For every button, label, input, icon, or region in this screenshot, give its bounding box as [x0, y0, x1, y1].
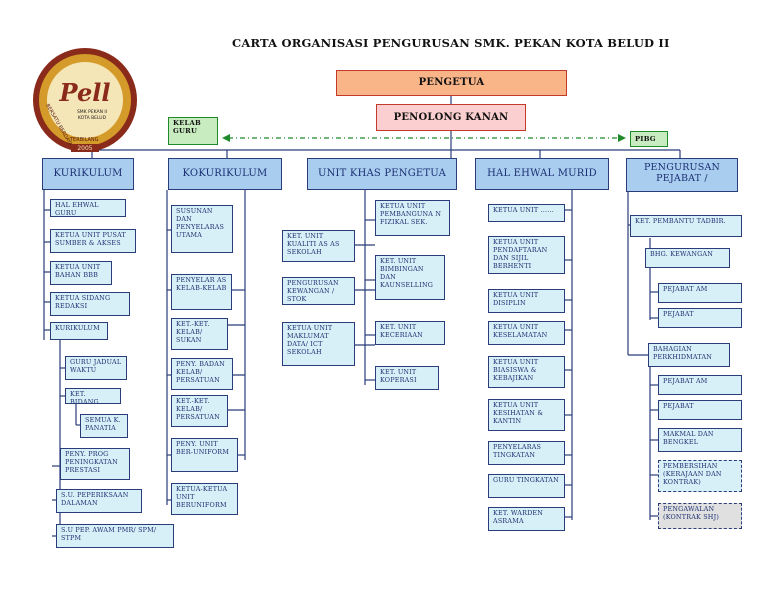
node-box: PENY. UNIT BER-UNIFORM	[171, 438, 238, 472]
principal-label: PENGETUA	[418, 77, 485, 88]
node-box: PEJABAT	[658, 400, 742, 420]
node-box: BHG. KEWANGAN	[645, 248, 730, 268]
header-kokurikulum: KOKURIKULUM	[168, 158, 282, 190]
node-box: KET.-KET. KELAB/ SUKAN	[171, 318, 228, 350]
node-box: HAL EHWAL GURU	[50, 199, 126, 217]
node-box-dashed: PEMBERSIHAN (KERAJAAN DAN KONTRAK)	[658, 460, 742, 492]
kelab-guru-label: KELAB GURU	[173, 119, 201, 135]
header-kurikulum: KURIKULUM	[42, 158, 134, 190]
node-box: KET. UNIT KUALITI AS AS SEKOLAH	[282, 230, 355, 262]
node-box: PEJABAT AM	[658, 375, 742, 395]
node-box: PENY. BADAN KELAB/ PERSATUAN	[171, 358, 233, 390]
node-box: KET. BIDANG	[65, 388, 121, 404]
node-box: KETUA UNIT ......	[488, 204, 565, 222]
header-hal-ehwal-murid: HAL EHWAL MURID	[475, 158, 609, 190]
node-box: PENY. PROG PENINGKATAN PRESTASI	[60, 448, 130, 480]
node-box: KETUA UNIT KESELAMATAN	[488, 321, 565, 345]
chart-title: CARTA ORGANISASI PENGURUSAN SMK. PEKAN K…	[232, 36, 670, 50]
node-box: KET. UNIT KECERIAAN	[375, 321, 445, 345]
node-box-dashed: PENGAWALAN (KONTRAK SHJ)	[658, 503, 742, 529]
deputy-label: PENOLONG KANAN	[393, 112, 509, 123]
node-box: KURIKULUM	[50, 322, 108, 340]
header-pengurusan-pejabat: PENGURUSAN PEJABAT /	[626, 158, 738, 192]
svg-text:KOTA BELUD: KOTA BELUD	[78, 115, 107, 121]
node-box: PENYELARAS TINGKATAN	[488, 441, 565, 465]
node-box: KETUA SIDANG REDAKSI	[50, 292, 130, 316]
node-box: KETUA UNIT PUSAT SUMBER & AKSES	[50, 229, 136, 253]
node-box: GURU JADUAL WAKTU	[65, 356, 127, 380]
svg-text:Pell: Pell	[59, 78, 111, 107]
node-box: KETUA UNIT BIASISWA & KEBAJIKAN	[488, 356, 565, 388]
node-box: GURU TINGKATAN	[488, 474, 565, 498]
school-logo: Pell SMK PEKAN II KOTA BELUD BERSATU BER…	[33, 48, 137, 152]
node-box: MAKMAL DAN BENGKEL	[658, 428, 742, 452]
svg-text:TERBILANG: TERBILANG	[69, 137, 99, 143]
node-box: KETUA UNIT PEMBANGUNA N FIZIKAL SEK.	[375, 200, 450, 236]
header-unit-khas: UNIT KHAS PENGETUA	[307, 158, 457, 190]
node-box: KETUA UNIT BAHAN BBB	[50, 261, 112, 285]
pibg-label: PIBG	[635, 135, 656, 143]
node-box: BAHAGIAN PERKHIDMATAN	[648, 343, 730, 367]
node-box: KET. UNIT KOPERASI	[375, 366, 439, 390]
deputy-box: PENOLONG KANAN	[376, 104, 526, 131]
node-box: S.U PEP. AWAM PMR/ SPM/ STPM	[56, 524, 174, 548]
node-box: PEJABAT AM	[658, 283, 742, 303]
node-box: KETUA UNIT PENDAFTARAN DAN SIJIL BERHENT…	[488, 236, 565, 274]
node-box: KET. PEMBANTU TADBIR.	[630, 215, 742, 237]
principal-box: PENGETUA	[336, 70, 567, 96]
node-box: PENYELAR AS KELAB-KELAB	[171, 274, 232, 310]
node-box: KETUA UNIT MAKLUMAT DATA/ ICT SEKOLAH	[282, 322, 355, 366]
pibg-box: PIBG	[630, 131, 668, 147]
node-box: KETUA UNIT KESIHATAN & KANTIN	[488, 399, 565, 431]
node-box: KET. WARDEN ASRAMA	[488, 507, 565, 531]
node-box: SUSUNAN DAN PENYELARAS UTAMA	[171, 205, 233, 253]
node-box: KET.-KET. KELAB/ PERSATUAN	[171, 395, 228, 427]
svg-text:SMK PEKAN II: SMK PEKAN II	[77, 109, 107, 115]
node-box: KETUA UNIT DISIPLIN	[488, 289, 565, 313]
kelab-guru-box: KELAB GURU	[168, 117, 218, 145]
node-box: PEJABAT	[658, 308, 742, 328]
node-box: PENGURUSAN KEWANGAN / STOK	[282, 277, 355, 305]
node-box: S.U. PEPERIKSAAN DALAMAN	[56, 489, 142, 513]
node-box: SEMUA K. PANATIA	[80, 414, 128, 438]
svg-text:2005: 2005	[77, 145, 92, 152]
node-box: KETUA-KETUA UNIT BERUNIFORM	[171, 483, 238, 515]
node-box: KET. UNIT BIMBINGAN DAN KAUNSELLING	[375, 255, 445, 300]
